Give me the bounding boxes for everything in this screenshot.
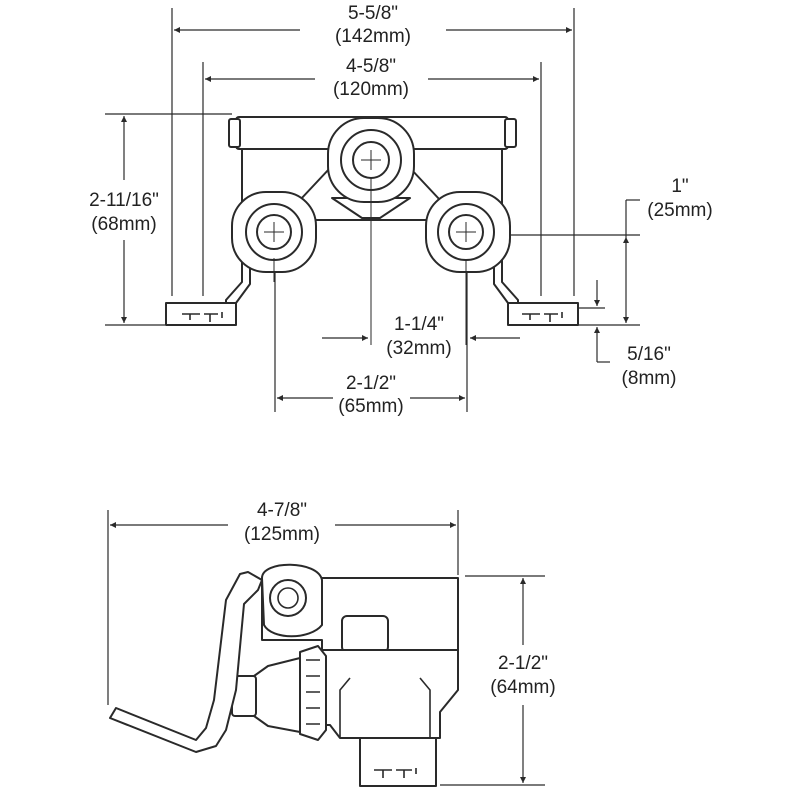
lever-handle [109, 571, 263, 753]
side-height-imperial: 2-1/2" [498, 653, 548, 674]
overall-length-metric: (125mm) [244, 524, 320, 545]
flange-metric: (8mm) [622, 368, 677, 389]
outlet-offset-metric: (25mm) [647, 200, 712, 221]
handle-pivot [269, 579, 307, 617]
crossbar-end-cap [504, 118, 517, 148]
hex-nut [299, 645, 327, 741]
overall-width-metric: (142mm) [335, 26, 411, 47]
outlet-spacing-imperial: 1-1/4" [394, 314, 444, 335]
body-edge-lines [339, 677, 431, 738]
flange-imperial: 5/16" [627, 344, 671, 365]
outlet-offset-imperial: 1" [671, 176, 688, 197]
height-metric: (68mm) [91, 214, 156, 235]
overall-width-imperial: 5-5/8" [348, 3, 398, 24]
handle-pivot-inner [277, 587, 299, 609]
center-mark [264, 222, 284, 242]
mount-width-metric: (120mm) [333, 79, 409, 100]
overall-length-imperial: 4-7/8" [257, 500, 307, 521]
foot-hole-hidden-lines [374, 768, 417, 778]
flange-hole-hidden-lines [522, 312, 563, 322]
side-view: 4-7/8" (125mm) 2-1/2" (64mm) [107, 500, 556, 787]
flange-hole-hidden-lines [182, 312, 223, 322]
mount-width-imperial: 4-5/8" [346, 56, 396, 77]
outlet-spacing-metric: (32mm) [386, 338, 451, 359]
hex-nut-flats [306, 659, 320, 725]
top-cap [341, 615, 389, 653]
center-mark [456, 222, 476, 242]
height-imperial: 2-11/16" [89, 190, 159, 211]
crossbar-end-cap [228, 118, 241, 148]
inlet-centers-metric: (65mm) [338, 396, 403, 417]
top-view: 5-5/8" (142mm) 4-5/8" (120mm) 2-11/16" (… [89, 3, 713, 417]
center-mark [361, 150, 381, 170]
bottom-foot [359, 737, 437, 787]
bonnet [253, 657, 301, 733]
left-mounting-flange [165, 302, 237, 326]
right-mounting-flange [507, 302, 579, 326]
side-height-metric: (64mm) [490, 677, 555, 698]
inlet-centers-imperial: 2-1/2" [346, 373, 396, 394]
